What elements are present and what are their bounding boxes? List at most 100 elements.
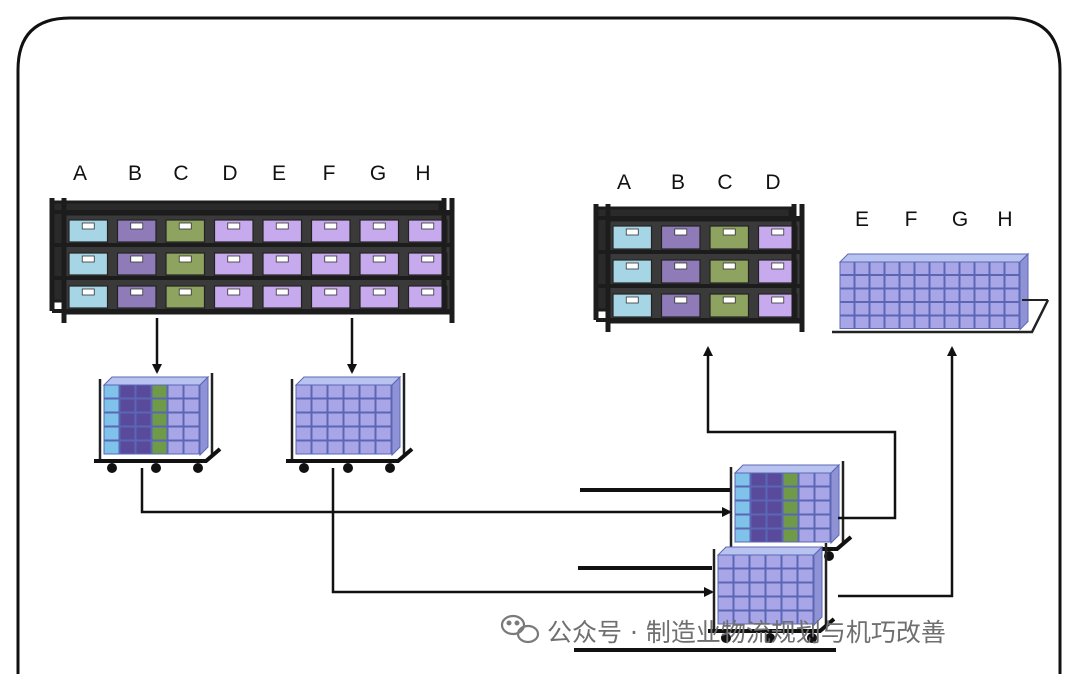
case-top-face (716, 546, 824, 556)
case-box (151, 384, 168, 399)
rack-bin (165, 219, 206, 243)
case-box (311, 412, 328, 427)
dock-lines (574, 488, 836, 652)
case-box (167, 398, 184, 413)
case-box (343, 398, 360, 413)
column-label-g: G (370, 162, 386, 185)
case-box (854, 315, 870, 329)
bin-label-tag (372, 222, 386, 230)
case-box (854, 261, 870, 275)
case-box (782, 472, 799, 487)
cart-wheel (299, 463, 309, 473)
case-box (839, 275, 855, 289)
case-box (781, 582, 798, 597)
bin-label-tag (227, 288, 241, 296)
case-box (183, 440, 200, 455)
case-box (734, 472, 751, 487)
bin-label-tag (372, 255, 386, 263)
bin-label-tag (421, 222, 435, 230)
column-label-c: C (717, 171, 732, 194)
case-box (899, 315, 915, 329)
cart-wheel (807, 633, 817, 643)
case-box (749, 582, 766, 597)
case-box (929, 315, 945, 329)
rack-bin (262, 285, 303, 309)
case-box (798, 528, 815, 543)
case-box (733, 568, 750, 583)
case-box (959, 261, 975, 275)
case-box (750, 528, 767, 543)
case-box (151, 426, 168, 441)
case-box (944, 315, 960, 329)
case-box (766, 514, 783, 529)
case-box (914, 261, 930, 275)
rack-bin (660, 259, 701, 284)
case-box (295, 398, 312, 413)
case-box (749, 554, 766, 569)
case-box (781, 554, 798, 569)
bin-label-tag (130, 288, 144, 296)
watermark-text: 公众号 · 制造业物流规划与机巧改善 (547, 618, 946, 647)
case-box (717, 596, 734, 611)
rack-bin (165, 252, 206, 276)
case-box (899, 261, 915, 275)
case-box (327, 440, 344, 455)
purple-cart (286, 373, 414, 473)
pallet-base (832, 299, 1050, 334)
case-box (929, 288, 945, 302)
case-box (766, 500, 783, 515)
bin-label-tag (674, 228, 688, 236)
case-box (119, 412, 136, 427)
case-box (765, 568, 782, 583)
case-box (884, 288, 900, 302)
arrow-mixed-cart-to-dock (140, 468, 732, 517)
case-box (717, 568, 734, 583)
rack-bin (612, 225, 653, 250)
case-box (135, 440, 152, 455)
case-box (797, 568, 814, 583)
case-box (839, 261, 855, 275)
flow-arrows (140, 318, 957, 598)
case-box (167, 384, 184, 399)
case-box (717, 610, 734, 625)
case-box (135, 426, 152, 441)
case-box (750, 472, 767, 487)
case-box (717, 582, 734, 597)
case-side-face (1019, 252, 1029, 331)
rack-bin (359, 285, 400, 309)
bin-label-tag (372, 288, 386, 296)
case-box (884, 302, 900, 316)
bin-label-tag (625, 262, 639, 270)
case-box (839, 315, 855, 329)
cart-wheel (721, 633, 731, 643)
bin-label-tag (421, 288, 435, 296)
case-box (733, 610, 750, 625)
rack-bin (757, 293, 798, 318)
case-box (135, 412, 152, 427)
case-box (327, 426, 344, 441)
case-box (959, 288, 975, 302)
case-top-face (838, 253, 1030, 263)
case-box (782, 528, 799, 543)
case-box (183, 426, 200, 441)
case-box (103, 440, 120, 455)
bin-label-tag (722, 228, 736, 236)
wechat-icon (500, 614, 540, 644)
case-box (295, 426, 312, 441)
case-box (151, 398, 168, 413)
case-box (295, 412, 312, 427)
case-box (782, 500, 799, 515)
bin-label-tag (625, 228, 639, 236)
rack-bin (757, 259, 798, 284)
case-box (884, 261, 900, 275)
case-box (959, 302, 975, 316)
case-box (989, 275, 1005, 289)
case-box (119, 384, 136, 399)
bin-label-tag (625, 296, 639, 304)
column-label-e: E (855, 208, 869, 231)
case-box (797, 610, 814, 625)
cart-base (286, 447, 414, 463)
